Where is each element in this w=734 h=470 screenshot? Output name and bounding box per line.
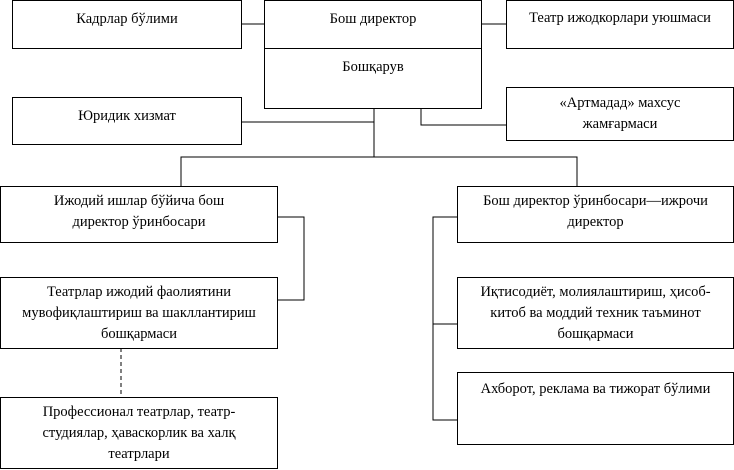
box-director: Бош директор — [264, 0, 482, 49]
line-left-bracket — [277, 216, 305, 301]
box-axborot: Ахборот, реклама ва тижорат бўлими — [457, 372, 734, 445]
box-iqtisod: Иқтисодиёт, молиялаштириш, ҳисоб-китоб в… — [457, 277, 734, 349]
box-label: Юридик хизмат — [78, 108, 176, 124]
box-label: Иқтисодиёт, молиялаштириш, ҳисоб-китоб в… — [480, 284, 711, 342]
line-artmadad — [420, 108, 506, 126]
box-boshqaruv: Бошқарув — [264, 48, 482, 109]
box-kadrlar: Кадрлар бўлими — [12, 0, 242, 49]
box-label: «Артмадад» махсус жамғармаси — [559, 95, 681, 132]
box-label: Ижодий ишлар бўйича бош директор ўринбос… — [53, 193, 225, 230]
box-professional: Профессионал театрлар, театр-студиялар, … — [0, 397, 278, 469]
box-label: Кадрлар бўлими — [76, 11, 178, 27]
box-yuridik: Юридик хизмат — [12, 97, 242, 145]
box-label: Профессионал театрлар, театр-студиялар, … — [42, 404, 236, 462]
box-ijodiy-boshqarma: Театрлар ижодий фаолиятини мувофиқлаштир… — [0, 277, 278, 349]
box-teatr-uyushma: Театр ижодкорлари уюшмаси — [506, 0, 734, 49]
box-label: Бошқарув — [342, 59, 404, 75]
line-right-bracket — [432, 216, 457, 421]
box-label: Театрлар ижодий фаолиятини мувофиқлаштир… — [22, 284, 256, 342]
box-exec-deputy: Бош директор ўринбосари—ижрочи директор — [457, 186, 734, 243]
box-label: Бош директор ўринбосари—ижрочи директор — [483, 193, 708, 230]
line-deputies — [180, 156, 578, 186]
box-ijodiy-deputy: Ижодий ишлар бўйича бош директор ўринбос… — [0, 186, 278, 243]
box-label: Бош директор — [329, 11, 417, 27]
box-label: Театр ижодкорлари уюшмаси — [529, 10, 711, 26]
box-artmadad: «Артмадад» махсус жамғармаси — [506, 87, 734, 141]
box-label: Ахборот, реклама ва тижорат бўлими — [480, 381, 711, 397]
